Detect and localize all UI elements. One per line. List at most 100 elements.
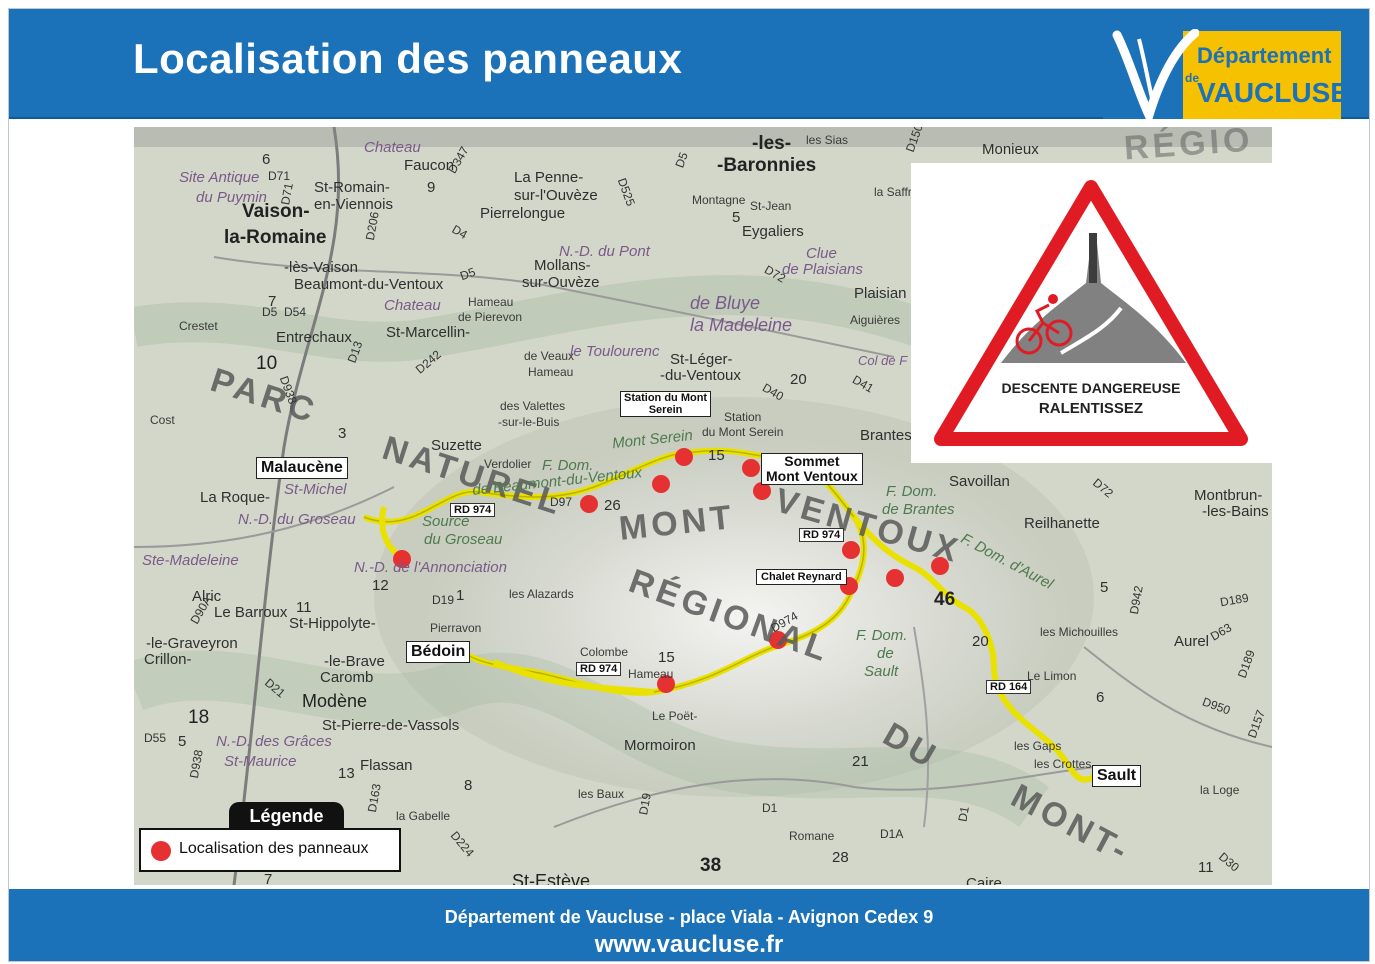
header-bar: Localisation des panneaux Département de…	[9, 9, 1369, 121]
marker-1	[393, 550, 411, 568]
marker-10	[931, 557, 949, 575]
town-label: les Gaps	[1014, 739, 1062, 753]
footer-website-link[interactable]: www.vaucluse.fr	[594, 931, 784, 958]
km-mark: 5	[732, 209, 741, 226]
road-number: D5	[262, 305, 278, 319]
town-label: la Loge	[1200, 783, 1240, 797]
km-mark: 7	[264, 871, 273, 885]
map-background	[134, 127, 1272, 885]
feature-label: F. Dom.	[856, 627, 908, 644]
town-label: Caire	[966, 875, 1002, 885]
town-label: en-Viennois	[314, 196, 393, 213]
feature-label: de Brantes	[882, 501, 955, 518]
town-label: Mormoiron	[624, 737, 696, 754]
town-label: -le-Brave	[324, 653, 385, 670]
km-mark: 46	[934, 589, 956, 610]
town-label: Modène	[302, 691, 368, 711]
place-sommet-line1: Sommet	[784, 453, 840, 469]
marker-2	[580, 495, 598, 513]
feature-label: de Plaisians	[782, 261, 863, 278]
feature-label: N.-D. du Groseau	[238, 511, 356, 528]
town-label: Pierravon	[430, 621, 482, 635]
place-sommet-line2: Mont Ventoux	[766, 468, 858, 484]
legend-title: Légende	[229, 802, 344, 830]
map-area: PARC NATUREL RÉGIONAL DU MONT VENTOUX MO…	[134, 127, 1272, 885]
km-mark: 5	[1100, 579, 1109, 596]
town-label: Caromb	[320, 669, 374, 686]
marker-4	[675, 448, 693, 466]
page-title: Localisation des panneaux	[133, 35, 683, 82]
marker-11	[769, 631, 787, 649]
town-label: la Madeleine	[690, 315, 793, 335]
town-label: Flassan	[360, 757, 413, 774]
km-mark: 3	[338, 425, 347, 442]
town-label: les Sias	[806, 133, 849, 147]
town-vaison-2: la-Romaine	[224, 227, 327, 248]
town-label: Plaisian	[854, 285, 907, 302]
town-label: Savoillan	[949, 473, 1010, 490]
town-label: Pierrelongue	[480, 205, 566, 222]
town-label: -les-Bains	[1202, 503, 1269, 520]
town-label: Reilhanette	[1024, 515, 1100, 532]
town-label: Suzette	[431, 437, 482, 454]
km-mark: 1	[456, 587, 465, 604]
feature-label: Clue	[806, 245, 837, 262]
town-label: Le Limon	[1027, 669, 1077, 683]
marker-3	[652, 475, 670, 493]
km-mark: 28	[832, 849, 849, 866]
road-tag-rd974: RD 974	[799, 528, 845, 542]
feature-label: Col de F	[858, 353, 908, 368]
town-label: Brantes	[860, 427, 912, 444]
town-label: Faucon	[404, 157, 455, 174]
feature-label: Ste-Madeleine	[142, 552, 239, 569]
town-label: les Crottes	[1034, 757, 1092, 771]
town-label: des Valettes	[500, 399, 566, 413]
town-label: -sur-le-Buis	[498, 415, 560, 429]
sign-text-line1: DESCENTE DANGEREUSE	[1002, 380, 1181, 396]
feature-label: Site Antique	[179, 169, 260, 186]
road-number: D1	[762, 801, 778, 815]
km-mark: 6	[1096, 689, 1105, 706]
town-label: -les-	[752, 133, 792, 154]
marker-6	[753, 482, 771, 500]
feature-label: de Pierevon	[458, 310, 523, 324]
town-label: -le-Graveyron	[146, 635, 238, 652]
km-mark: 15	[658, 649, 675, 666]
feature-label: Source	[422, 513, 470, 530]
feature-label: Station	[724, 410, 762, 424]
feature-label: Chateau	[364, 139, 421, 156]
town-label: Alric	[192, 588, 222, 605]
town-label: -Baronnies	[717, 155, 817, 176]
town-label: Montagne	[692, 193, 746, 207]
feature-label: F. Dom.	[886, 483, 938, 500]
town-label: sur-Ouvèze	[522, 274, 600, 291]
town-label: Crestet	[179, 319, 218, 333]
km-mark: 26	[604, 497, 621, 514]
km-mark: 15	[708, 447, 725, 464]
vaucluse-logo: Département de VAUCLUSE	[1103, 29, 1349, 121]
town-label: les Alazards	[509, 587, 574, 601]
feature-label: F. Dom.	[542, 457, 594, 474]
place-chalet-reynard: Chalet Reynard	[756, 569, 847, 585]
town-label: Beaumont-du-Ventoux	[294, 276, 444, 293]
town-label: Cost	[150, 413, 175, 427]
feature-label: N.-D. des Grâces	[216, 733, 332, 750]
road-number: D19	[432, 593, 455, 607]
marker-5	[742, 459, 760, 477]
town-label: Verdolier	[484, 457, 532, 471]
town-label: Colombe	[580, 645, 629, 659]
town-label: Aiguières	[850, 313, 901, 327]
km-mark: 5	[178, 733, 187, 750]
feature-label: le Toulourenc	[570, 343, 660, 360]
warning-sign: DESCENTE DANGEREUSE RALENTISSEZ	[934, 180, 1248, 446]
km-mark: 13	[338, 765, 355, 782]
sign-text-line2: RALENTISSEZ	[1039, 400, 1143, 417]
road-tag-rd974: RD 974	[450, 503, 496, 517]
town-label: Crillon-	[144, 651, 192, 668]
town-label: Entrechaux	[276, 329, 352, 346]
town-label: La Penne-	[514, 169, 584, 186]
town-label: St-Romain-	[314, 179, 390, 196]
town-label: St-Hippolyte-	[289, 615, 376, 632]
town-label: La Roque-	[200, 489, 271, 506]
road-tag-rd974: RD 974	[576, 662, 622, 676]
